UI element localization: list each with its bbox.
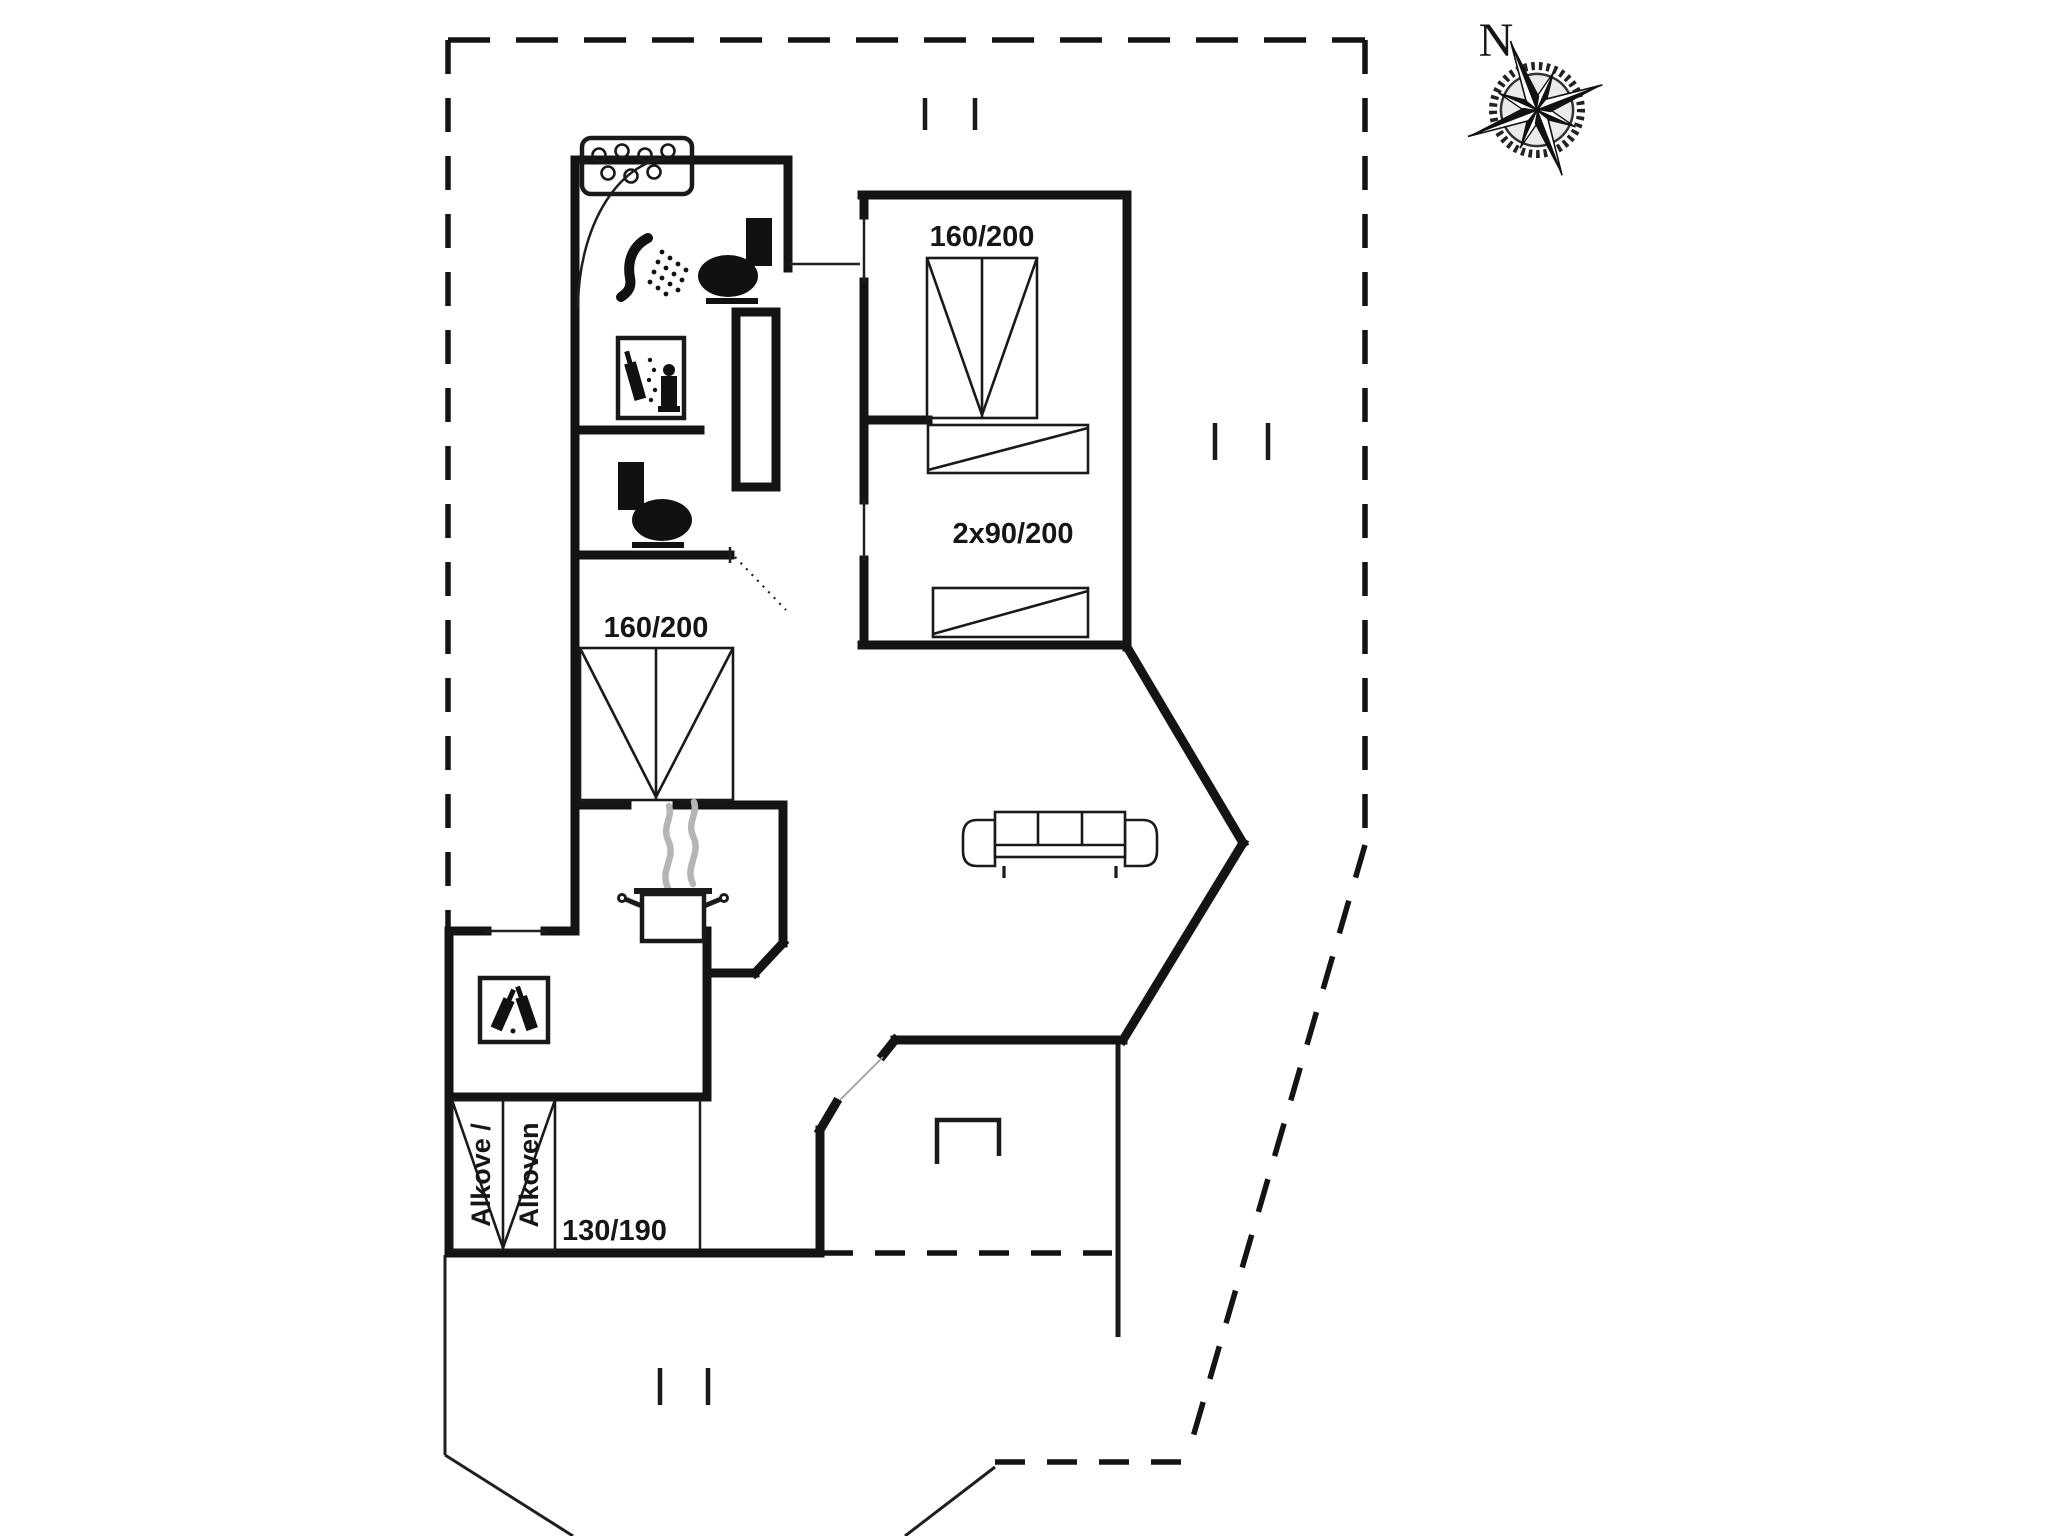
alcove-name-label: Alkoven <box>514 1122 544 1227</box>
terrace-outline <box>443 1255 996 1536</box>
bed-size-label: 160/200 <box>604 612 709 644</box>
bed-size-label: 130/190 <box>562 1215 667 1247</box>
wall-openings <box>487 215 866 1250</box>
alcove-bed-icon <box>450 1098 557 1252</box>
compass-rose-icon: N <box>1467 14 1603 176</box>
toilet-icon <box>698 218 772 304</box>
north-label: N <box>1479 14 1514 67</box>
alcove-name-label: Alkove / <box>466 1123 496 1227</box>
toilet-door-swing <box>734 556 787 611</box>
entry-door-swing <box>839 1056 884 1101</box>
toilet-icon <box>618 462 692 548</box>
bed-size-label: 160/200 <box>930 221 1035 253</box>
window-tick-icon <box>657 98 1271 1405</box>
cooking-pot-icon <box>617 798 729 944</box>
bed-size-label: 2x90/200 <box>953 518 1074 550</box>
sofa-icon <box>961 810 1159 878</box>
wardrobe-icon <box>931 586 1090 639</box>
walls <box>444 155 1250 1258</box>
double-bed-icon <box>578 646 735 802</box>
bathroom-door-arc <box>576 156 673 309</box>
fireplace-icon <box>934 1117 1002 1164</box>
shower-icon <box>616 233 689 302</box>
spa-bath-icon <box>579 135 695 197</box>
property-boundary <box>445 37 1368 1465</box>
washing-machine-icon <box>615 335 687 421</box>
double-bed-icon <box>925 256 1039 420</box>
wardrobe-icon <box>926 423 1090 475</box>
bottle-rack-icon <box>477 975 551 1045</box>
